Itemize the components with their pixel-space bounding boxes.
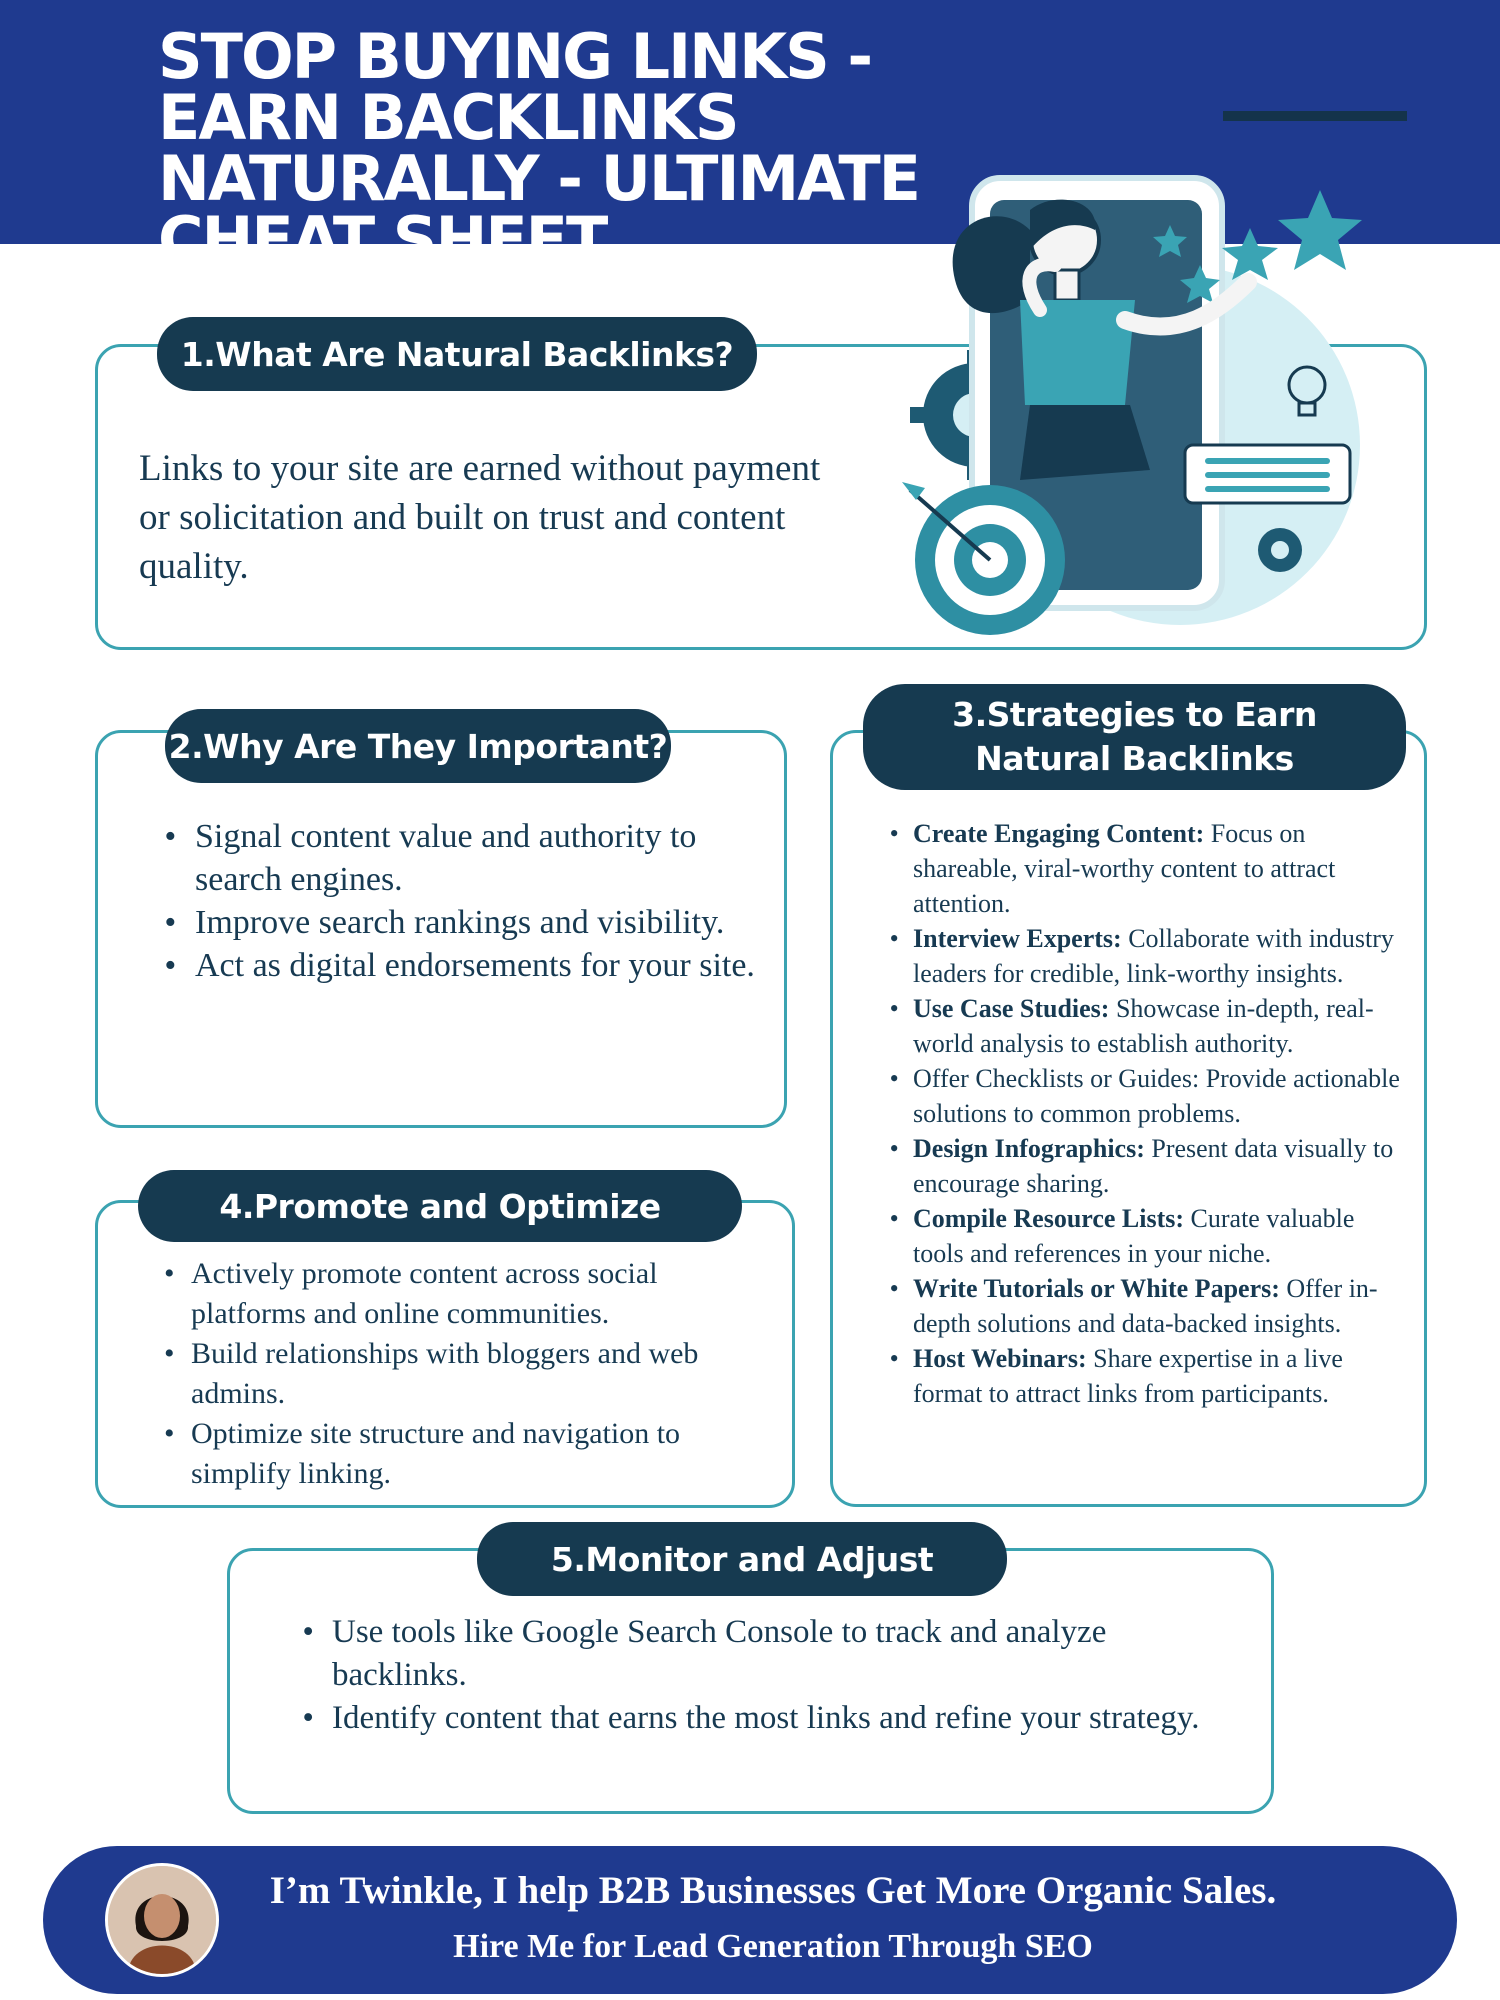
strategy-item: Use Case Studies: Showcase in-depth, rea…	[890, 991, 1403, 1061]
section-3-title: 3.Strategies to Earn Natural Backlinks	[863, 684, 1406, 790]
list-item: Build relationships with bloggers and we…	[164, 1334, 771, 1414]
list-item: Act as digital endorsements for your sit…	[164, 944, 755, 987]
strategy-item-text: Showcase in-depth, real-world analysis t…	[913, 994, 1374, 1058]
strategy-item-text: Offer in-depth solutions and data-backed…	[913, 1274, 1378, 1338]
decorative-bar	[1223, 111, 1407, 121]
section-5-title: 5.Monitor and Adjust	[477, 1522, 1007, 1596]
footer-banner: I’m Twinkle, I help B2B Businesses Get M…	[43, 1846, 1457, 1994]
strategy-item: Design Infographics: Present data visual…	[890, 1131, 1403, 1201]
list-item: Improve search rankings and visibility.	[164, 901, 755, 944]
strategy-item: Host Webinars: Share expertise in a live…	[890, 1341, 1403, 1411]
target-icon	[902, 482, 1065, 635]
avatar-portrait	[108, 1866, 216, 1974]
strategy-item: Create Engaging Content: Focus on sharea…	[890, 816, 1403, 921]
strategy-item-label: Compile Resource Lists:	[913, 1204, 1185, 1233]
footer-tagline: I’m Twinkle, I help B2B Businesses Get M…	[269, 1869, 1277, 1912]
section-4-list: Actively promote content across social p…	[164, 1254, 771, 1494]
list-item: Actively promote content across social p…	[164, 1254, 771, 1334]
strategy-item-text: Offer Checklists or Guides: Provide acti…	[913, 1064, 1400, 1128]
avatar	[105, 1863, 219, 1977]
strategy-item: Compile Resource Lists: Curate valuable …	[890, 1201, 1403, 1271]
page-title: STOP BUYING LINKS - EARN BACKLINKS NATUR…	[158, 20, 921, 276]
strategy-item-label: Create Engaging Content:	[913, 819, 1205, 848]
small-gear-icon	[1258, 528, 1302, 572]
strategy-item-label: Use Case Studies:	[913, 994, 1110, 1023]
strategy-item-text: Curate valuable tools and references in …	[913, 1204, 1355, 1268]
list-item: Identify content that earns the most lin…	[302, 1697, 1242, 1740]
strategy-item-text: Present data visually to encourage shari…	[913, 1134, 1394, 1198]
section-2-title: 2.Why Are They Important?	[165, 709, 671, 783]
card-widget	[1183, 443, 1352, 505]
list-item: Signal content value and authority to se…	[164, 815, 755, 901]
strategy-item-label: Interview Experts:	[913, 924, 1122, 953]
section-1-title: 1.What Are Natural Backlinks?	[157, 317, 757, 391]
strategy-item-label: Host Webinars:	[913, 1344, 1087, 1373]
strategy-item: Interview Experts: Collaborate with indu…	[890, 921, 1403, 991]
list-item: Optimize site structure and navigation t…	[164, 1414, 771, 1494]
section-4-title: 4.Promote and Optimize	[138, 1170, 742, 1242]
strategy-item: Offer Checklists or Guides: Provide acti…	[890, 1061, 1403, 1131]
lightbulb-icon	[1287, 365, 1327, 417]
strategy-item-text: Collaborate with industry leaders for cr…	[913, 924, 1394, 988]
strategy-item-label: Design Infographics:	[913, 1134, 1145, 1163]
section-3-list: Create Engaging Content: Focus on sharea…	[890, 816, 1403, 1411]
marketing-illustration	[902, 175, 1362, 635]
strategy-item-label: Write Tutorials or White Papers:	[913, 1274, 1280, 1303]
star-icon	[1153, 190, 1362, 303]
section-1-body: Links to your site are earned without pa…	[139, 448, 821, 587]
woman-figure	[952, 199, 1257, 480]
strategy-item-text: Focus on shareable, viral-worthy content…	[913, 819, 1336, 918]
footer-cta: Hire Me for Lead Generation Through SEO	[453, 1928, 1093, 1965]
header-banner: STOP BUYING LINKS - EARN BACKLINKS NATUR…	[0, 0, 1500, 271]
section-2-list: Signal content value and authority to se…	[164, 815, 755, 987]
section-5-list: Use tools like Google Search Console to …	[302, 1611, 1242, 1740]
strategy-item-text: Share expertise in a live format to attr…	[913, 1344, 1343, 1408]
strategy-item: Write Tutorials or White Papers: Offer i…	[890, 1271, 1403, 1341]
list-item: Use tools like Google Search Console to …	[302, 1611, 1242, 1697]
